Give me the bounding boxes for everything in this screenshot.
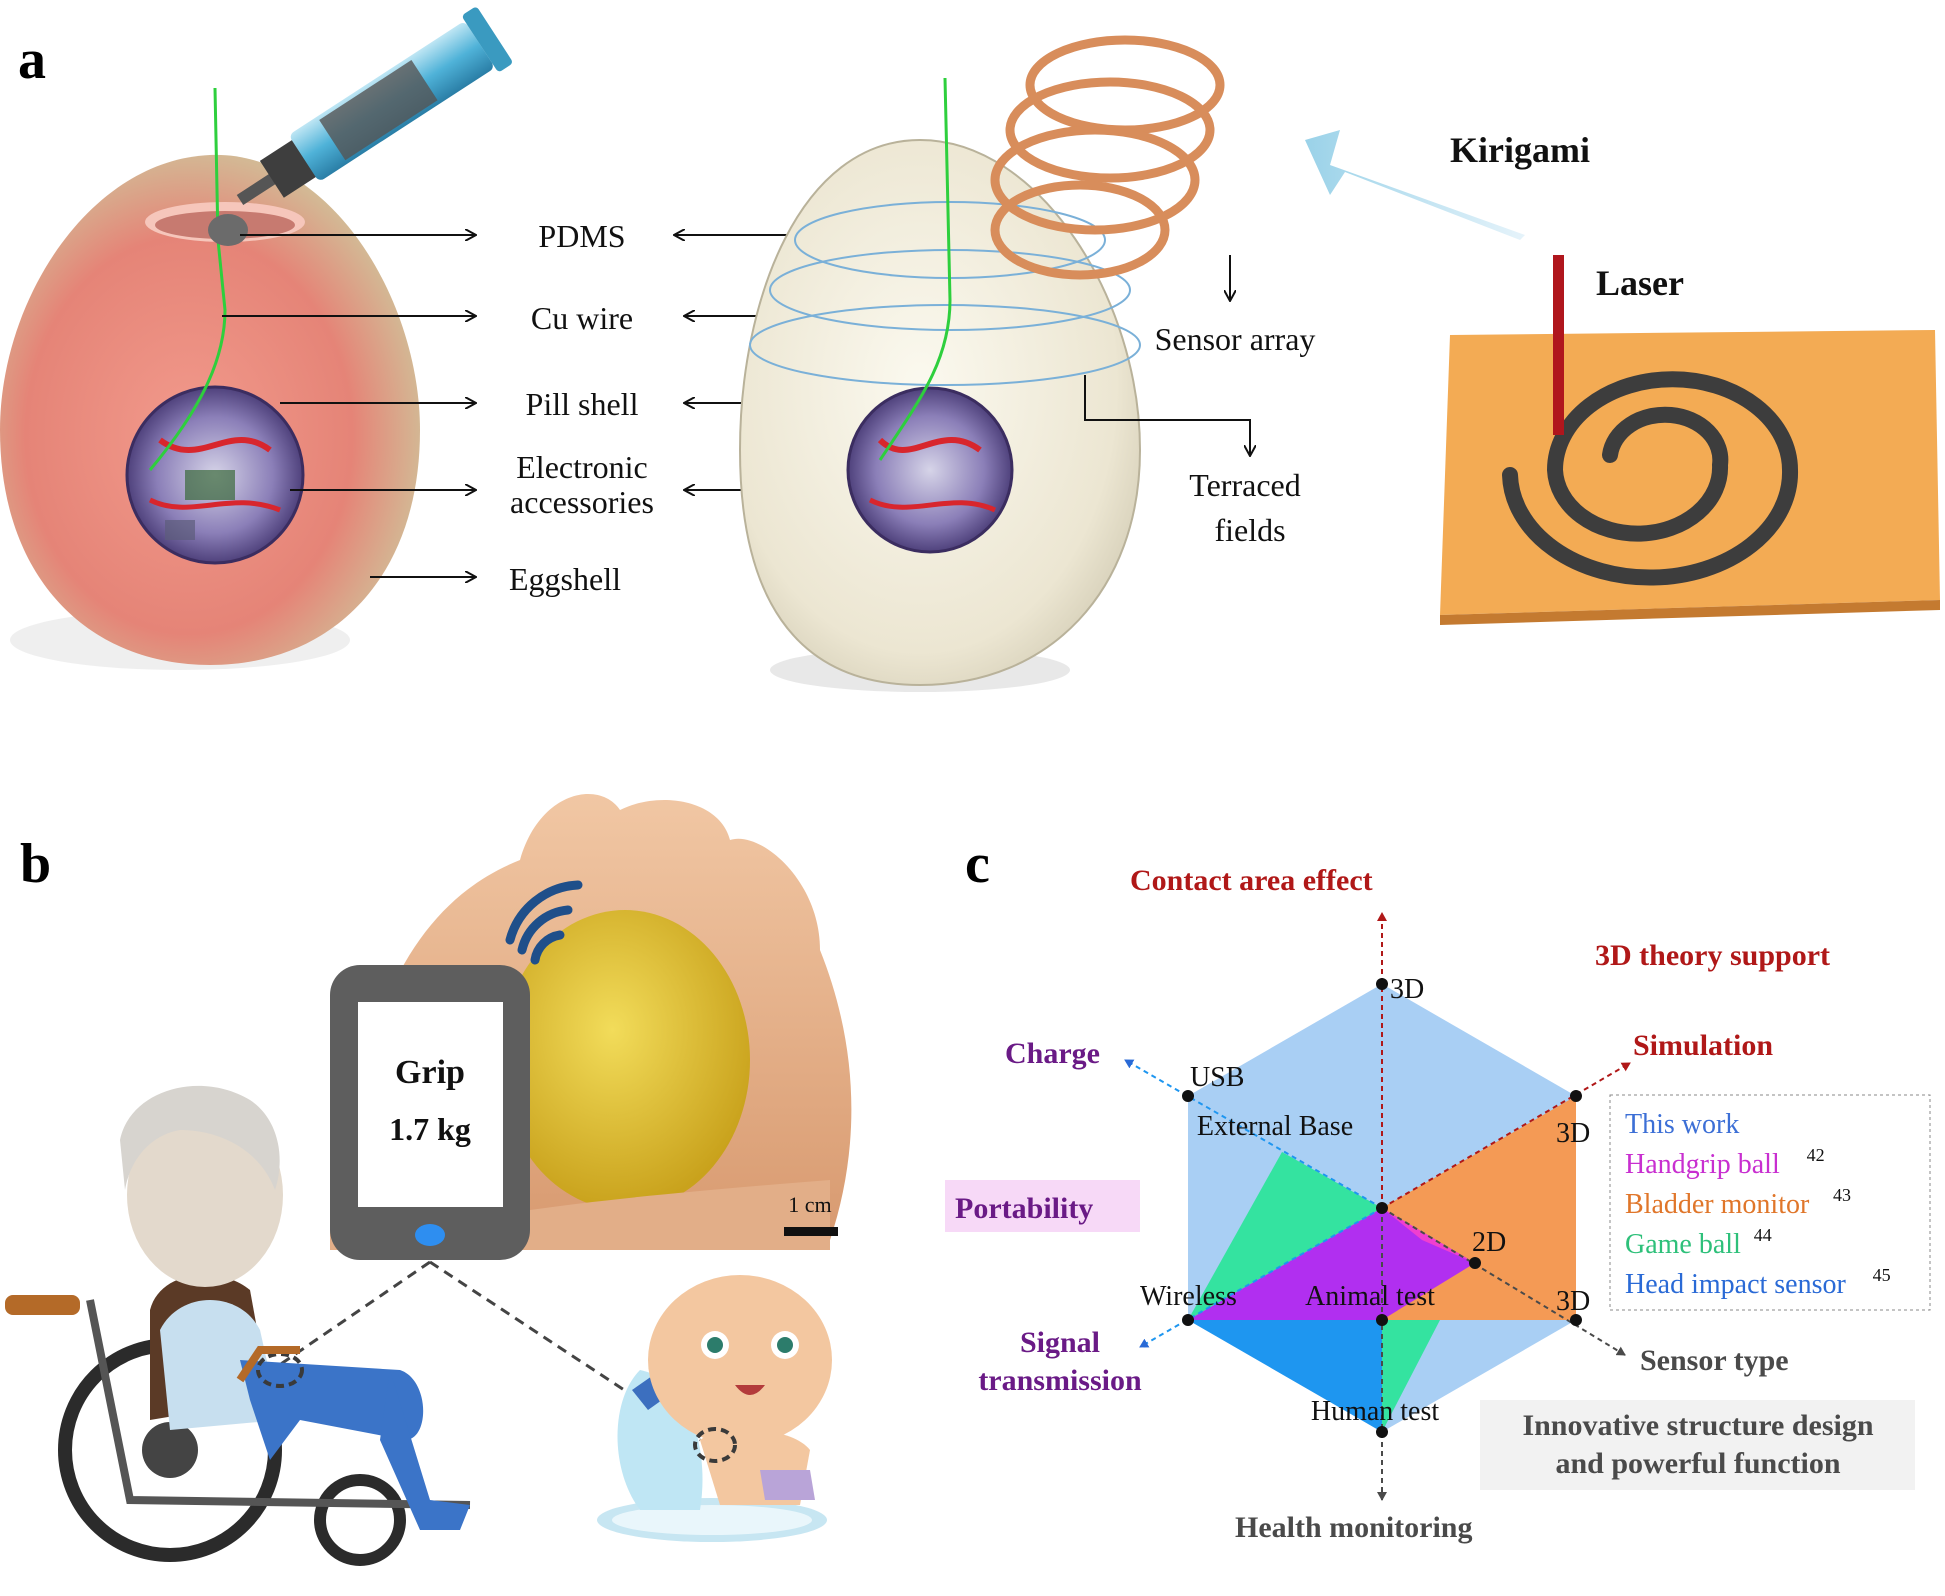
radar-point-animal (1376, 1314, 1388, 1326)
label-terraced: Terraced (1189, 467, 1300, 503)
syringe-icon (208, 7, 512, 246)
axis-label-simulation: Simulation (1633, 1029, 1773, 1062)
radar-point-2d (1469, 1257, 1481, 1269)
label-pdms: PDMS (538, 218, 625, 254)
kirigami-coil-illustration (990, 35, 1225, 280)
sensor-egg-illustration (738, 77, 1142, 692)
label-pill-shell: Pill shell (526, 386, 639, 422)
annotation-portability: Portability (955, 1192, 1093, 1225)
radar-label-2d: 2D (1472, 1227, 1506, 1258)
radar-label-human-test: Human test (1311, 1396, 1440, 1427)
axis-label-top: Contact area effect (1130, 864, 1373, 897)
innovative-box (1480, 1400, 1915, 1490)
label-fields: fields (1214, 512, 1285, 548)
radar-label-top-3d: 3D (1390, 974, 1424, 1005)
legend-item-3: Game ball (1625, 1229, 1741, 1260)
axis-label-charge: Charge (1005, 1037, 1100, 1070)
legend-item-4: Head impact sensor (1625, 1269, 1846, 1300)
radar-game-area-2 (1382, 1320, 1440, 1432)
elderly-wheelchair-illustration (5, 1085, 471, 1566)
radar-point-ll (1182, 1314, 1195, 1326)
radar-point-lr (1569, 1314, 1582, 1326)
radar-game-area-1 (1188, 1152, 1382, 1320)
axis-label-transmission: transmission (978, 1364, 1142, 1397)
radar-point-top (1376, 978, 1388, 990)
radar-axis-charge (1124, 1059, 1383, 1209)
radar-label-usb: USB (1190, 1062, 1244, 1093)
radar-point-ur (1569, 1090, 1582, 1102)
radar-axis-signal (1139, 1207, 1383, 1348)
legend-item-0: This work (1625, 1109, 1739, 1140)
wireless-link-lines (274, 1260, 701, 1442)
label-kirigami: Kirigami (1450, 130, 1590, 170)
radar-head-area (1188, 1320, 1382, 1432)
legend-ref-4: 45 (1873, 1265, 1891, 1285)
axis-label-health: Health monitoring (1235, 1511, 1473, 1544)
legend-ref-2: 43 (1833, 1185, 1851, 1205)
radar-label-wireless: Wireless (1140, 1281, 1237, 1312)
label-cu-wire: Cu wire (531, 300, 633, 336)
radar-label-animal-test: Animal test (1305, 1281, 1435, 1312)
baby-illustration (597, 1275, 832, 1542)
laser-board-illustration (1440, 255, 1940, 625)
radar-point-bottom (1376, 1426, 1388, 1438)
legend-box (1609, 1094, 1931, 1311)
terraced-fields-arrow (1084, 375, 1250, 455)
radar-point-ul (1182, 1090, 1195, 1102)
legend-item-1: Handgrip ball (1625, 1149, 1780, 1180)
legend-ref-3: 44 (1754, 1225, 1772, 1245)
radar-axis-simulation (1381, 1062, 1631, 1209)
radar-label-ur-3d: 3D (1556, 1118, 1590, 1149)
label-sensor-array: Sensor array (1155, 321, 1316, 357)
radar-axis-sensor-type (1381, 1207, 1626, 1356)
panel-label-b: b (20, 833, 51, 895)
radar-label-lr-3d: 3D (1556, 1286, 1590, 1317)
annotation-3d-theory: 3D theory support (1595, 939, 1830, 972)
annotation-innovative-1: Innovative structure design (1522, 1409, 1873, 1442)
pill-shell-illustration (125, 385, 305, 565)
portability-highlight (945, 1180, 1140, 1232)
kirigami-arrow-icon (1305, 130, 1525, 240)
label-electronic: Electronic (516, 449, 647, 485)
axis-label-signal: Signal (1020, 1326, 1100, 1359)
legend-item-2: Bladder monitor (1625, 1189, 1810, 1220)
legend-ref-1: 42 (1807, 1145, 1825, 1165)
scale-bar-label: 1 cm (788, 1192, 831, 1217)
panel-label-a: a (18, 29, 46, 91)
label-laser: Laser (1596, 263, 1684, 303)
smartphone-icon (330, 965, 530, 1260)
cu-wire-line (148, 87, 227, 471)
phone-grip-value: 1.7 kg (389, 1111, 471, 1147)
radar-label-external-base: External Base (1197, 1111, 1353, 1142)
panel-label-c: c (965, 833, 990, 895)
radar-point-center (1376, 1202, 1388, 1214)
radar-handgrip-area (1188, 1208, 1475, 1320)
annotation-innovative-2: and powerful function (1555, 1447, 1840, 1480)
phone-grip-title: Grip (395, 1054, 465, 1091)
label-accessories: accessories (510, 484, 654, 520)
label-eggshell: Eggshell (509, 561, 621, 597)
axis-label-sensor-type: Sensor type (1640, 1344, 1789, 1377)
